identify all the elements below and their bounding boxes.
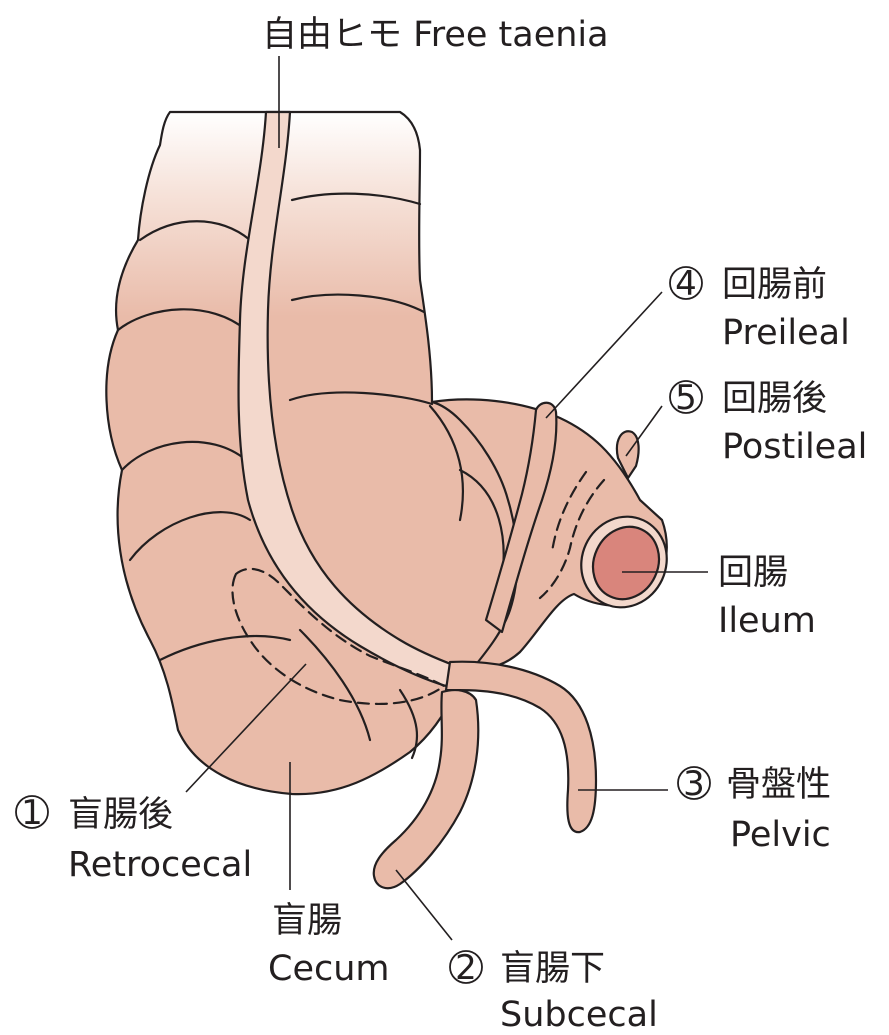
label-ileum-en: Ileum	[718, 601, 816, 641]
label-preileal-jp: 回腸前	[722, 265, 827, 305]
num-retrocecal: 1	[21, 793, 43, 833]
label-postileal-jp: 回腸後	[722, 379, 827, 419]
label-cecum-jp: 盲腸	[272, 901, 342, 941]
label-pelvic-jp: 骨盤性	[726, 765, 831, 805]
label-ileum-jp: 回腸	[718, 553, 788, 593]
leader-preileal	[546, 292, 662, 418]
label-free-taenia: 自由ヒモ Free taenia	[262, 15, 609, 55]
leader-subcecal	[396, 870, 452, 940]
label-subcecal-en: Subcecal	[500, 995, 658, 1035]
label-pelvic-en: Pelvic	[730, 815, 831, 855]
label-subcecal-jp: 盲腸下	[500, 949, 605, 989]
num-subcecal: 2	[455, 948, 477, 988]
num-pelvic: 3	[683, 764, 705, 804]
label-cecum-en: Cecum	[268, 949, 390, 989]
label-retrocecal-jp: 盲腸後	[68, 795, 173, 835]
num-preileal: 4	[675, 264, 697, 304]
num-postileal: 5	[675, 378, 697, 418]
label-retrocecal-en: Retrocecal	[68, 845, 252, 885]
label-preileal-en: Preileal	[722, 313, 850, 353]
label-postileal-en: Postileal	[722, 427, 867, 467]
